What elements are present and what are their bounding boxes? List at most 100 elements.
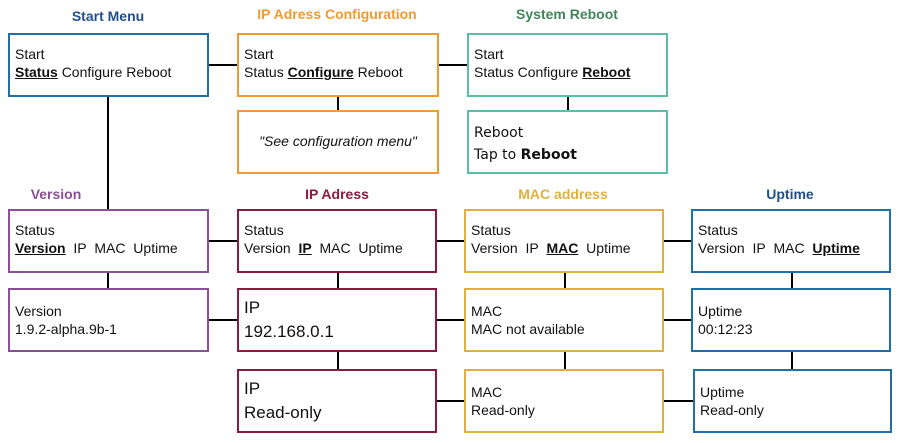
title-mac-address: MAC address <box>518 186 608 202</box>
menu-item-reboot: Reboot <box>357 64 403 80</box>
menu-row: Status Configure Reboot <box>474 63 666 81</box>
connector <box>107 95 109 210</box>
mac-label: MAC <box>471 303 503 319</box>
uptime-value: 00:12:23 <box>698 321 753 337</box>
menu-item-configure: Configure <box>61 64 123 80</box>
status-label: Status <box>698 222 738 238</box>
status-submenu-row: Version IP MAC Uptime <box>244 239 435 257</box>
submenu-item-ip: IP <box>298 240 312 256</box>
submenu-item-version: Version <box>244 240 291 256</box>
start-label: Start <box>244 46 274 62</box>
connector <box>107 272 109 289</box>
reboot-prefix: Tap to <box>474 147 521 163</box>
reboot-confirm-box: Reboot Tap to Reboot <box>467 110 668 174</box>
status-label: Status <box>15 222 55 238</box>
uptime-readonly-box: Uptime Read-only <box>693 369 892 433</box>
submenu-item-uptime: Uptime <box>586 240 631 256</box>
title-ip-config: IP Adress Configuration <box>257 6 417 22</box>
reboot-screen-title: Reboot <box>474 125 524 141</box>
title-uptime: Uptime <box>766 186 814 202</box>
menu-row: Status Configure Reboot <box>15 63 207 81</box>
status-label: Status <box>471 222 511 238</box>
menu-item-configure: Configure <box>287 64 354 80</box>
submenu-item-mac: MAC <box>94 240 126 256</box>
connector <box>791 351 793 370</box>
uptime-value-box: Uptime 00:12:23 <box>691 288 891 352</box>
mac-value-box: MAC MAC not available <box>464 288 664 352</box>
submenu-item-uptime: Uptime <box>812 240 860 256</box>
submenu-item-version: Version <box>698 240 745 256</box>
uptime-ro-value: Read-only <box>700 402 764 418</box>
mac-menu-box: Status Version IP MAC Uptime <box>464 209 664 273</box>
submenu-item-uptime: Uptime <box>358 240 403 256</box>
title-ip-adress: IP Adress <box>305 186 369 202</box>
ip-readonly-box: IP Read-only <box>237 369 437 433</box>
connector <box>207 64 239 66</box>
status-submenu-row: Version IP MAC Uptime <box>15 239 207 257</box>
menu-item-status: Status <box>244 64 284 80</box>
ip-ro-value: Read-only <box>244 403 322 422</box>
connector <box>436 319 465 321</box>
ip-value: 192.168.0.1 <box>244 322 334 341</box>
connector <box>567 95 569 111</box>
submenu-item-version: Version <box>471 240 518 256</box>
uptime-ro-label: Uptime <box>700 384 745 400</box>
connector <box>662 319 692 321</box>
ip-menu-box: Status Version IP MAC Uptime <box>237 209 437 273</box>
submenu-item-ip: IP <box>752 240 766 256</box>
submenu-item-uptime: Uptime <box>133 240 178 256</box>
mac-readonly-box: MAC Read-only <box>464 369 664 433</box>
reboot-action-row: Tap to Reboot <box>474 144 666 166</box>
version-menu-box: Status Version IP MAC Uptime <box>8 209 209 273</box>
connector <box>436 240 465 242</box>
title-start-menu: Start Menu <box>71 8 145 24</box>
submenu-item-mac: MAC <box>773 240 805 256</box>
mac-value: MAC not available <box>471 321 585 337</box>
connector <box>436 400 465 402</box>
menu-item-reboot: Reboot <box>126 64 172 80</box>
submenu-item-ip: IP <box>525 240 539 256</box>
ip-value-box: IP 192.168.0.1 <box>237 288 437 352</box>
version-label: Version <box>15 303 62 319</box>
connector <box>437 64 469 66</box>
menu-item-reboot: Reboot <box>582 64 631 80</box>
connector <box>207 319 239 321</box>
submenu-item-mac: MAC <box>319 240 351 256</box>
submenu-item-mac: MAC <box>546 240 579 256</box>
uptime-menu-box: Status Version IP MAC Uptime <box>691 209 891 273</box>
start-label: Start <box>15 46 45 62</box>
version-value: 1.9.2-alpha.9b-1 <box>15 321 117 337</box>
ip-label: IP <box>244 298 261 317</box>
menu-item-configure: Configure <box>517 64 579 80</box>
ip-config-box: Start Status Configure Reboot <box>237 33 439 97</box>
config-note: "See configuration menu" <box>259 133 417 149</box>
menu-item-status: Status <box>15 64 58 80</box>
connector <box>337 351 339 370</box>
status-submenu-row: Version IP MAC Uptime <box>698 239 889 257</box>
title-system-reboot: System Reboot <box>516 6 618 22</box>
submenu-item-version: Version <box>15 240 66 256</box>
reboot-action: Reboot <box>520 147 577 163</box>
menu-item-status: Status <box>474 64 514 80</box>
title-version: Version <box>30 186 82 202</box>
start-menu-box: Start Status Configure Reboot <box>8 33 209 97</box>
connector <box>662 240 692 242</box>
start-label: Start <box>474 46 504 62</box>
connector <box>791 272 793 289</box>
mac-ro-label: MAC <box>471 384 503 400</box>
submenu-item-ip: IP <box>73 240 87 256</box>
version-value-box: Version 1.9.2-alpha.9b-1 <box>8 288 209 352</box>
connector <box>337 95 339 111</box>
connector <box>564 351 566 370</box>
status-submenu-row: Version IP MAC Uptime <box>471 239 662 257</box>
connector <box>662 400 694 402</box>
uptime-label: Uptime <box>698 303 743 319</box>
mac-ro-value: Read-only <box>471 402 535 418</box>
ip-ro-label: IP <box>244 379 261 398</box>
system-reboot-box: Start Status Configure Reboot <box>467 33 668 97</box>
status-label: Status <box>244 222 284 238</box>
menu-row: Status Configure Reboot <box>244 63 437 81</box>
config-note-box: "See configuration menu" <box>237 110 439 174</box>
connector <box>337 272 339 289</box>
connector <box>207 240 239 242</box>
